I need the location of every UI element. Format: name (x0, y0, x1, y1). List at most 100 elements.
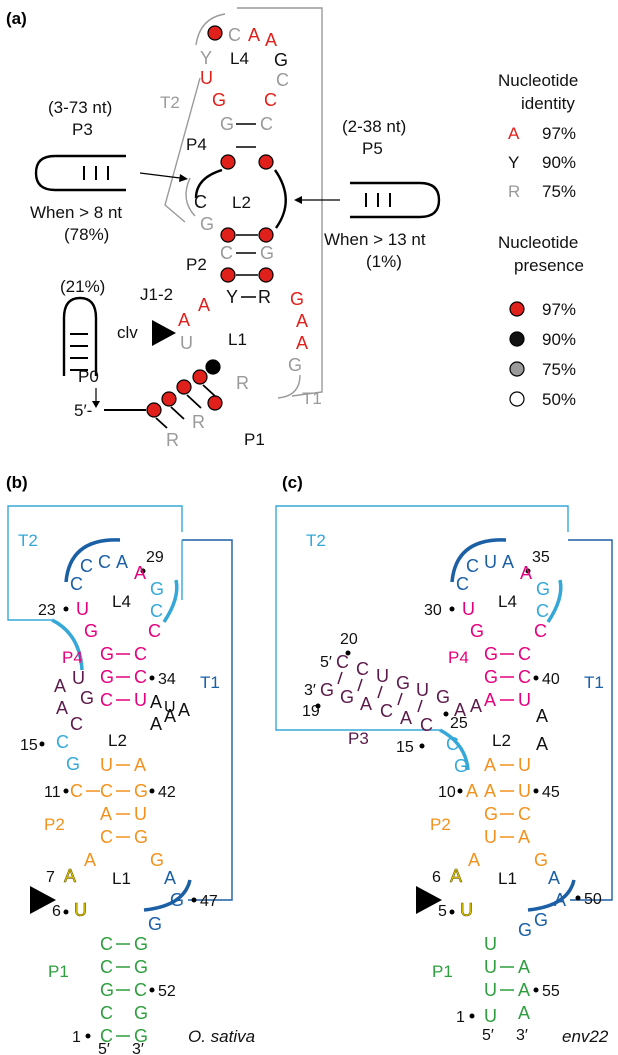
b-a3: A (164, 706, 176, 726)
c-p2-a3: A (518, 827, 530, 847)
nt-p4-c: C (264, 90, 277, 110)
p3-range: (3-73 nt) (48, 98, 112, 117)
c-dot-25 (443, 711, 449, 717)
b-dot-6 (63, 909, 69, 915)
c-num-19: 19 (302, 703, 320, 720)
dot-p2c (220, 267, 236, 283)
c-p3-u2: U (416, 680, 429, 700)
b-arc-bottom (143, 879, 192, 912)
p3-arrow-head (179, 174, 188, 182)
nt-r: R (258, 287, 271, 307)
c-dot-19 (315, 703, 321, 709)
b-l4-a2: A (134, 563, 146, 583)
b-j-a2: A (56, 698, 68, 718)
c-p4-g: G (484, 644, 498, 664)
panel-b-label: (b) (6, 473, 28, 492)
b-l4-c1: C (80, 556, 93, 576)
c-p4-a: A (484, 690, 496, 710)
c-num-30: 30 (424, 602, 442, 619)
b-p1-c5: C (100, 1026, 113, 1046)
b-p1-g2: G (134, 957, 148, 977)
b-t1-g: G (66, 754, 80, 774)
c-p3-three: 3′ (304, 682, 316, 699)
c-p4-u: U (518, 690, 531, 710)
c-y-a: A (450, 866, 462, 886)
legend-dot-val-75: 75% (542, 360, 576, 379)
b-p2-c: C (100, 781, 113, 801)
b-p1-g3: G (100, 980, 114, 1000)
legend-dot-97 (509, 301, 525, 317)
c-p3-c1: C (336, 652, 349, 672)
p3-percent: (78%) (64, 225, 109, 244)
l4-dots (207, 25, 223, 41)
c-y-u: U (460, 900, 473, 920)
c-num-45: 45 (542, 784, 560, 801)
c-p1-u: U (484, 934, 497, 954)
c-dot-35 (525, 568, 531, 574)
c-l1-a: A (468, 850, 480, 870)
b-num-34: 34 (158, 671, 176, 688)
b-label-l2: L2 (108, 731, 127, 750)
c-p3-g4: G (340, 687, 354, 707)
b-three: 3′ (132, 1041, 144, 1055)
b-num-1: 1 (72, 1029, 81, 1046)
c-p2-a: A (484, 755, 496, 775)
nt-r2: R (192, 412, 205, 432)
label-t1: T1 (302, 389, 322, 408)
c-num-15: 15 (396, 739, 414, 756)
b-dot-52 (149, 987, 155, 993)
c-dot-45 (533, 788, 539, 794)
c-p3-c2: C (356, 659, 369, 679)
c-num-25: 25 (450, 715, 468, 732)
c-l4-c: C (466, 556, 479, 576)
b-num-42: 42 (158, 784, 176, 801)
c-num-6: 6 (432, 869, 441, 886)
c-dot-5 (449, 909, 455, 915)
nt-p4-c2: C (260, 114, 273, 134)
c-p3-five: 5′ (320, 654, 332, 671)
c-num-40: 40 (542, 671, 560, 688)
p3-name: P3 (72, 120, 93, 139)
b-j-u: U (72, 668, 85, 688)
b-dot-15 (39, 741, 45, 747)
b-dot-34 (149, 675, 155, 681)
b-p2-c0: C (70, 781, 83, 801)
b-num-29: 29 (146, 549, 164, 566)
c-p1-u3: U (484, 980, 497, 1000)
p3-condition: When > 8 nt (30, 203, 122, 222)
nt-r3: R (166, 430, 179, 450)
c-p3-a4: A (400, 708, 412, 728)
c-a1: A (536, 706, 548, 726)
b-num-7: 7 (46, 869, 55, 886)
b-label-l4: L4 (112, 592, 131, 611)
c-c-g: G (454, 756, 468, 776)
c-arc-bottom (527, 879, 576, 912)
p5-percent: (1%) (366, 252, 402, 271)
c-dot-50 (575, 895, 581, 901)
c-label-p2: P2 (430, 815, 451, 834)
dot-p2d (258, 267, 274, 283)
b-p4-g: G (100, 644, 114, 664)
b-label-t1: T1 (200, 673, 220, 692)
c-l4-g2: G (470, 621, 484, 641)
legend-dot-50 (509, 391, 525, 407)
legend-presence-title-2: presence (514, 256, 584, 275)
b-num-15: 15 (20, 737, 38, 754)
c-dot-10 (457, 788, 463, 794)
label-t2: T2 (160, 93, 180, 112)
legend-presence-title-1: Nucleotide (498, 233, 578, 252)
nt-a3: A (296, 311, 308, 331)
b-n-gg: G (170, 890, 184, 910)
p5-condition: When > 13 nt (324, 230, 426, 249)
nt-p4-g2: G (220, 114, 234, 134)
nt-l4-c2: C (276, 70, 289, 90)
b-cleavage-arrow (30, 886, 56, 914)
l2-arc-left (194, 168, 223, 199)
b-num-6: 6 (52, 903, 61, 920)
c-a2: A (536, 734, 548, 754)
c-p3-g3: G (320, 680, 334, 700)
b-p1-c2: C (100, 957, 113, 977)
p5-bonds (365, 193, 391, 207)
b-l4-c3: C (70, 574, 83, 594)
legend-sym-a: A (508, 124, 520, 143)
